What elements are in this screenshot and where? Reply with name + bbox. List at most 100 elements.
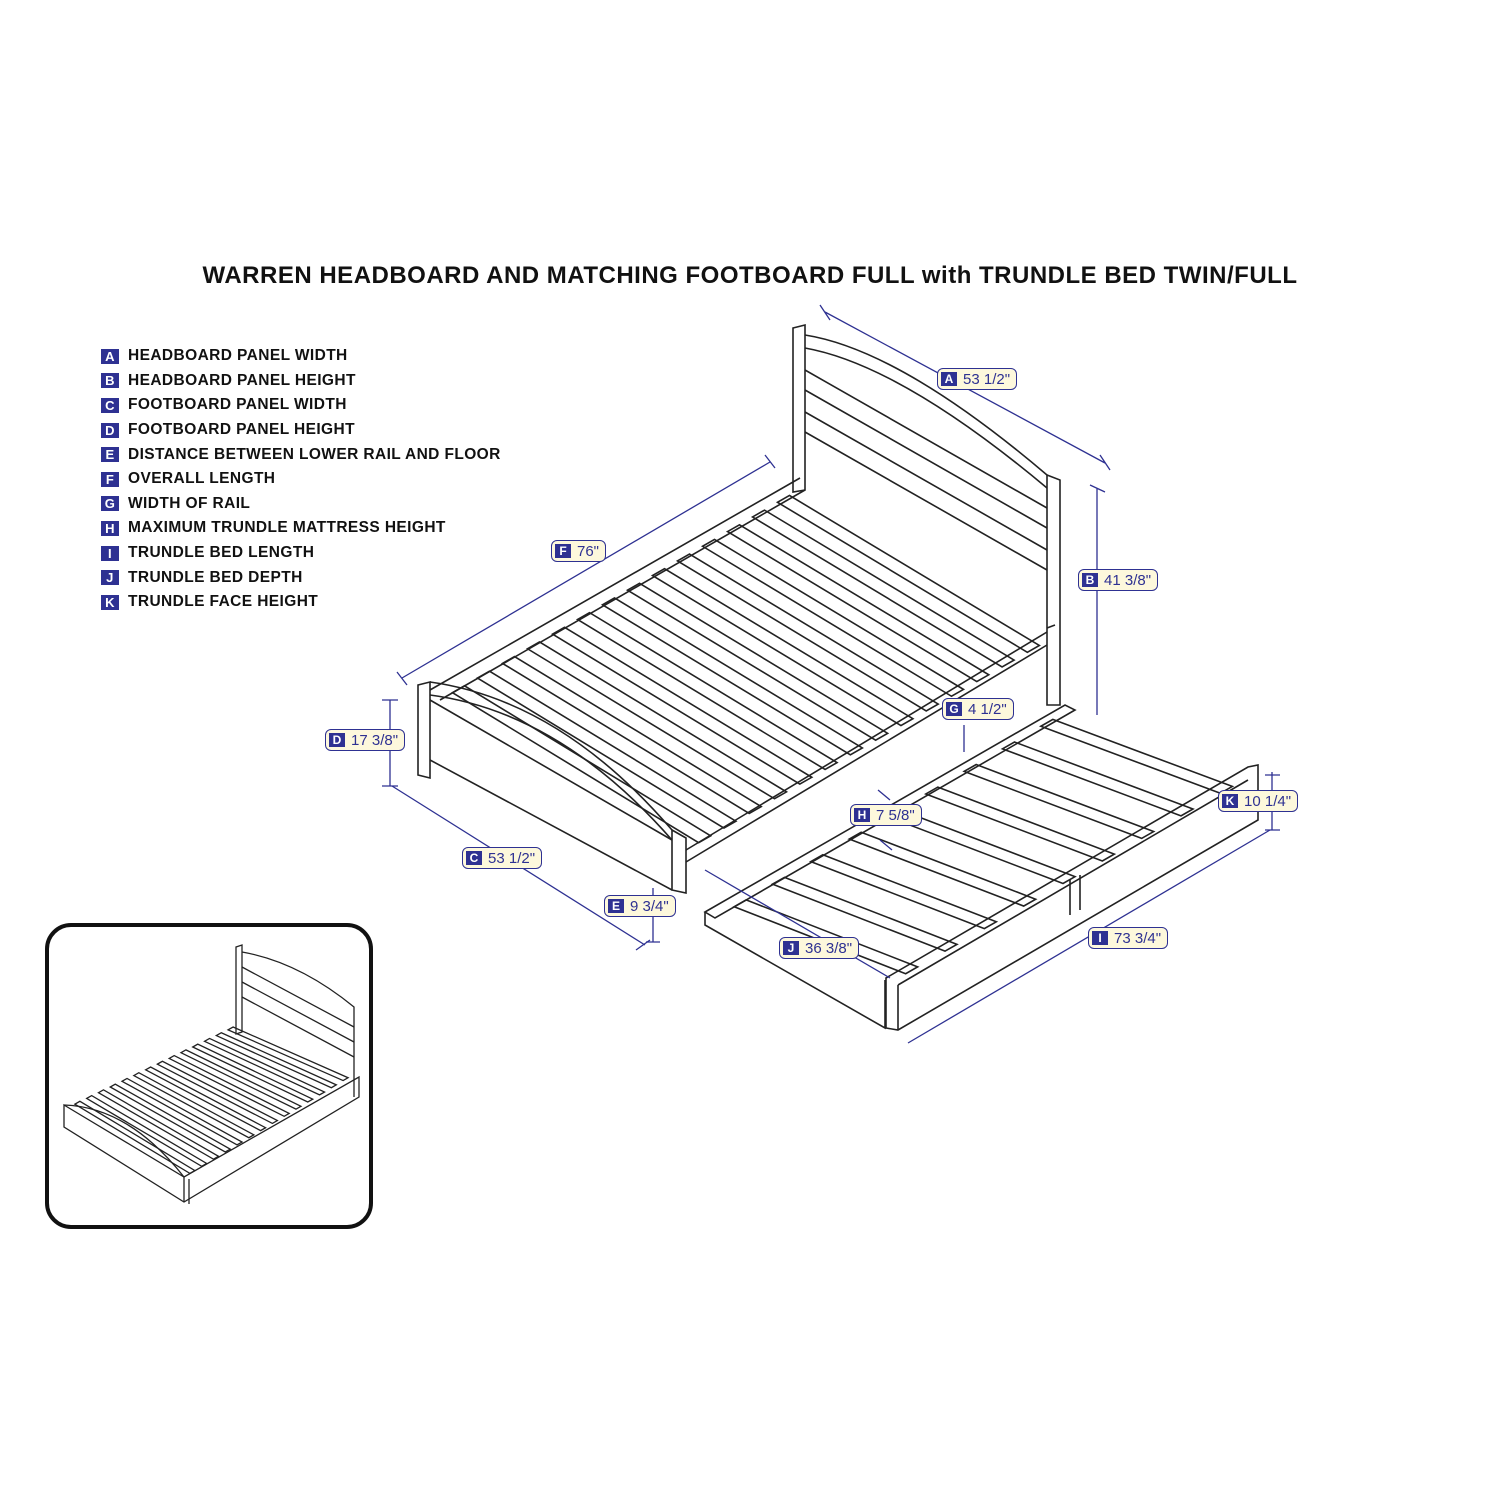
- slat: [167, 1054, 291, 1118]
- letter-badge: I: [1092, 931, 1108, 945]
- letter-badge: G: [946, 702, 962, 716]
- legend-label: TRUNDLE BED DEPTH: [128, 568, 303, 586]
- legend-label: FOOTBOARD PANEL HEIGHT: [128, 421, 355, 439]
- legend-label: WIDTH OF RAIL: [128, 494, 251, 512]
- legend-item: I TRUNDLE BED LENGTH: [101, 541, 501, 566]
- letter-badge: G: [101, 496, 119, 512]
- dimension-c-callout: C 53 1/2": [462, 847, 543, 869]
- legend-label: DISTANCE BETWEEN LOWER RAIL AND FLOOR: [128, 445, 501, 463]
- legend-item: D FOOTBOARD PANEL HEIGHT: [101, 418, 501, 443]
- slat: [962, 763, 1156, 840]
- slat: [1000, 741, 1195, 817]
- legend-label: HEADBOARD PANEL HEIGHT: [128, 371, 356, 389]
- letter-badge: C: [466, 851, 482, 865]
- letter-badge: D: [329, 733, 345, 747]
- legend-item: G WIDTH OF RAIL: [101, 492, 501, 517]
- legend-item: K TRUNDLE FACE HEIGHT: [101, 590, 501, 615]
- slat: [1038, 718, 1235, 795]
- slat: [450, 684, 713, 844]
- slat: [700, 538, 966, 698]
- dimension-value: 4 1/2": [968, 700, 1007, 718]
- slat: [120, 1077, 244, 1146]
- dimension-d-callout: D 17 3/8": [325, 729, 406, 751]
- slat: [770, 876, 959, 953]
- bed-frame: [417, 323, 1061, 894]
- assembled-bed-preview: [45, 923, 373, 1229]
- letter-badge: I: [101, 545, 119, 561]
- dimension-value: 53 1/2": [488, 849, 536, 867]
- dimension-a-callout: A 53 1/2": [937, 368, 1018, 390]
- dimension-value: 17 3/8": [351, 731, 399, 749]
- slat: [750, 509, 1016, 668]
- legend-item: B HEADBOARD PANEL HEIGHT: [101, 369, 501, 394]
- slat: [775, 494, 1041, 654]
- legend-label: TRUNDLE FACE HEIGHT: [128, 593, 319, 611]
- slat: [675, 553, 940, 712]
- slat: [85, 1094, 208, 1168]
- dimension-g-callout: G 4 1/2": [942, 698, 1014, 720]
- letter-badge: F: [555, 544, 571, 558]
- letter-badge: E: [101, 447, 119, 463]
- slat: [203, 1037, 326, 1096]
- letter-badge: E: [608, 899, 624, 913]
- dimension-f-callout: F 76": [551, 540, 607, 562]
- slat: [725, 523, 991, 683]
- dimension-i-callout: I 73 3/4": [1088, 927, 1169, 949]
- legend-item: E DISTANCE BETWEEN LOWER RAIL AND FLOOR: [101, 442, 501, 467]
- slat: [108, 1083, 232, 1153]
- legend-item: A HEADBOARD PANEL WIDTH: [101, 344, 501, 369]
- legend-label: TRUNDLE BED LENGTH: [128, 544, 315, 562]
- letter-badge: J: [101, 570, 119, 586]
- slat: [226, 1026, 350, 1082]
- slat: [575, 611, 839, 771]
- slat: [650, 567, 915, 727]
- dimension-value: 36 3/8": [805, 939, 853, 957]
- dimension-value: 41 3/8": [1104, 571, 1152, 589]
- letter-badge: B: [101, 373, 119, 389]
- dimension-value: 76": [577, 542, 600, 560]
- legend-label: HEADBOARD PANEL WIDTH: [128, 347, 348, 365]
- slat: [500, 655, 763, 815]
- letter-badge: D: [101, 422, 119, 438]
- slat: [600, 597, 864, 756]
- slat: [525, 640, 789, 800]
- dimension-value: 73 3/4": [1114, 929, 1162, 947]
- slat: [97, 1089, 220, 1160]
- slat: [191, 1043, 315, 1103]
- slat: [179, 1049, 303, 1110]
- dimension-b-callout: B 41 3/8": [1078, 569, 1159, 591]
- letter-badge: C: [101, 397, 119, 413]
- letter-badge: A: [941, 372, 957, 386]
- slat: [475, 670, 738, 829]
- legend-label: FOOTBOARD PANEL WIDTH: [128, 396, 347, 414]
- assembled-bed-thumbnail: [63, 944, 360, 1204]
- letter-badge: A: [101, 348, 119, 364]
- dimension-value: 7 5/8": [876, 806, 915, 824]
- letter-badge: B: [1082, 573, 1098, 587]
- slat: [73, 1100, 197, 1175]
- legend-item: C FOOTBOARD PANEL WIDTH: [101, 393, 501, 418]
- slat: [156, 1060, 279, 1125]
- slat: [144, 1066, 267, 1132]
- dimension-j-callout: J 36 3/8": [779, 937, 860, 959]
- dimension-h-callout: H 7 5/8": [850, 804, 922, 826]
- slat: [847, 831, 1038, 907]
- letter-badge: H: [854, 808, 870, 822]
- dimension-legend: A HEADBOARD PANEL WIDTH B HEADBOARD PANEL …: [101, 344, 501, 615]
- letter-badge: K: [101, 594, 119, 610]
- legend-label: MAXIMUM TRUNDLE MATTRESS HEIGHT: [128, 519, 446, 537]
- slat: [550, 626, 814, 786]
- legend-item: J TRUNDLE BED DEPTH: [101, 565, 501, 590]
- letter-badge: F: [101, 471, 119, 487]
- trundle-bed: [703, 704, 1259, 1031]
- dimension-value: 53 1/2": [963, 370, 1011, 388]
- letter-badge: J: [783, 941, 799, 955]
- slat: [808, 853, 999, 930]
- letter-badge: K: [1222, 794, 1238, 808]
- slat: [923, 786, 1117, 862]
- slat: [625, 582, 890, 742]
